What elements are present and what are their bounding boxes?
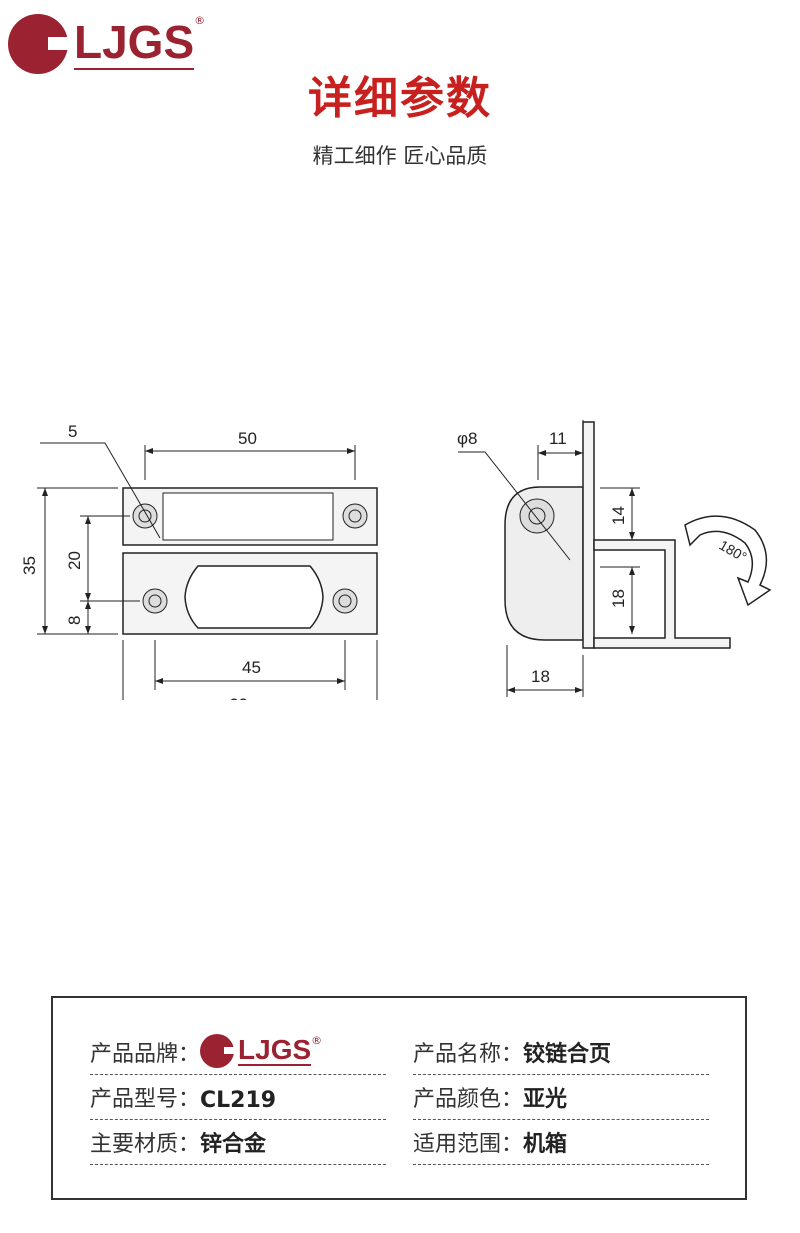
side-view: φ8 11 14 18 18 180°: [457, 420, 772, 697]
registered-mark: ®: [194, 14, 206, 27]
spec-row-name: 产品名称：铰链合页: [413, 1035, 709, 1075]
dim-14: 14: [609, 506, 628, 525]
dim-60: 60: [229, 695, 248, 700]
dim-35: 35: [20, 556, 39, 575]
spec-row-usage: 适用范围：机箱: [413, 1125, 709, 1165]
rotation-arrow-icon: 180°: [684, 515, 772, 607]
spec-key: 产品型号：: [90, 1087, 201, 1112]
dim-45: 45: [242, 658, 261, 677]
brand-name: LJGS: [74, 15, 195, 70]
brand-logo: LJGS ®: [8, 14, 205, 74]
dim-50: 50: [238, 429, 257, 448]
registered-mark: ®: [311, 1034, 323, 1047]
hammer-anvil-icon: [200, 1034, 239, 1068]
spec-value: LJGS: [238, 1034, 312, 1066]
dim-11: 11: [549, 429, 567, 448]
hammer-anvil-icon: [8, 14, 72, 74]
spec-key: 产品颜色：: [413, 1087, 524, 1112]
dim-18-horizontal: 18: [531, 667, 550, 686]
spec-table: 产品品牌： LJGS ® 产品名称：铰链合页 产品型号：CL219 产品颜色：亚…: [51, 996, 747, 1200]
dim-18-vertical: 18: [609, 589, 628, 608]
page-subtitle: 精工细作 匠心品质: [312, 144, 488, 168]
spec-key: 产品名称：: [413, 1042, 524, 1067]
spec-value: 亚光: [523, 1087, 568, 1112]
spec-key: 主要材质：: [90, 1132, 201, 1157]
dim-hole: 5: [68, 422, 77, 441]
dim-20: 20: [65, 551, 84, 570]
spec-value: CL219: [200, 1088, 277, 1113]
brand-logo-small: LJGS ®: [200, 1034, 322, 1068]
spec-value: 铰链合页: [523, 1042, 612, 1067]
dim-pin-diameter: φ8: [457, 429, 477, 448]
spec-key: 适用范围：: [413, 1132, 524, 1157]
spec-value: 机箱: [523, 1132, 568, 1157]
spec-row-model: 产品型号：CL219: [90, 1080, 386, 1120]
technical-drawing: 5 50 35 20 8 45 60 φ8 11 14 18 18: [20, 420, 772, 700]
spec-value: 锌合金: [200, 1132, 267, 1157]
front-view: 5 50 35 20 8 45 60: [20, 422, 378, 700]
page-title: 详细参数: [308, 73, 492, 124]
spec-row-color: 产品颜色：亚光: [413, 1080, 709, 1120]
dim-8: 8: [65, 616, 84, 625]
spec-key: 产品品牌：: [90, 1042, 201, 1067]
spec-row-material: 主要材质：锌合金: [90, 1125, 386, 1165]
spec-row-brand: 产品品牌： LJGS ®: [90, 1034, 386, 1075]
